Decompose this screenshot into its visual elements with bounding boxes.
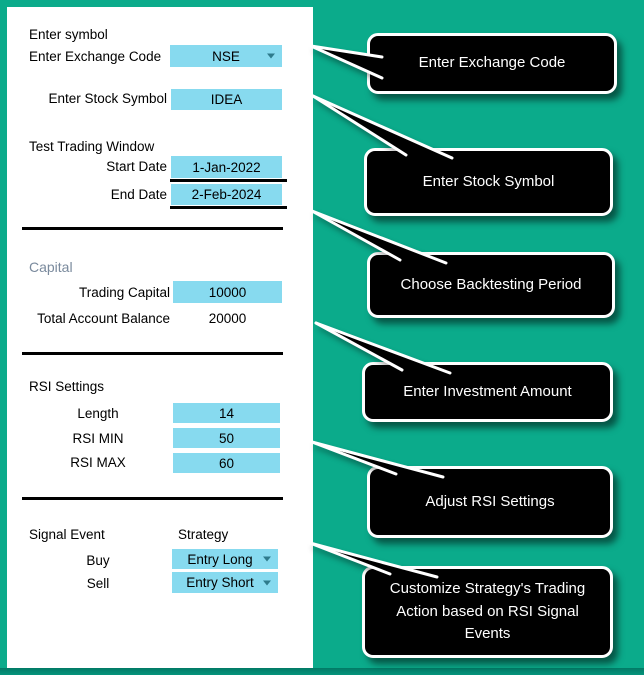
- buy-strategy-value: Entry Long: [187, 551, 253, 567]
- trading-capital-value: 10000: [208, 284, 247, 300]
- callout-text: Enter Stock Symbol: [422, 172, 555, 190]
- end-date-underline: [170, 206, 287, 209]
- stock-symbol-value: IDEA: [210, 92, 243, 107]
- rsi-max-value: 60: [218, 455, 235, 471]
- callout-backtesting-period: Choose Backtesting Period: [367, 252, 615, 318]
- callout-rsi-settings: Adjust RSI Settings: [367, 466, 613, 538]
- bottom-edge-border: [0, 668, 644, 675]
- chevron-down-icon[interactable]: [263, 580, 271, 585]
- sell-label: Sell: [86, 576, 110, 591]
- callout-text: Enter Investment Amount: [403, 382, 572, 400]
- total-balance-value: 20000: [208, 311, 247, 326]
- chevron-down-icon[interactable]: [263, 556, 271, 562]
- exchange-code-label: Enter Exchange Code: [29, 49, 162, 64]
- trading-capital-label: Trading Capital: [78, 285, 170, 300]
- sell-strategy-dropdown[interactable]: Entry Short: [172, 572, 278, 593]
- section-divider: [22, 227, 283, 230]
- start-date-label: Start Date: [106, 159, 167, 174]
- exchange-code-value: NSE: [212, 48, 240, 64]
- stock-symbol-input[interactable]: IDEA: [171, 89, 282, 110]
- spreadsheet-input-panel: Enter symbol Enter Exchange Code NSE Ent…: [7, 7, 313, 668]
- callout-text: Adjust RSI Settings: [425, 492, 555, 510]
- rsi-max-input[interactable]: 60: [173, 453, 280, 473]
- capital-heading: Capital: [29, 259, 73, 275]
- callout-investment-amount: Enter Investment Amount: [362, 362, 613, 422]
- start-date-input[interactable]: 1-Jan-2022: [171, 156, 282, 178]
- callout-stock-symbol: Enter Stock Symbol: [364, 148, 613, 216]
- rsi-max-label: RSI MAX: [70, 455, 126, 470]
- chevron-down-icon[interactable]: [267, 53, 275, 59]
- end-date-value: 2-Feb-2024: [191, 187, 262, 202]
- callout-text: Choose Backtesting Period: [400, 275, 582, 293]
- section-divider: [22, 352, 283, 355]
- rsi-min-label: RSI MIN: [72, 431, 124, 446]
- sell-strategy-value: Entry Short: [186, 575, 254, 590]
- signal-event-heading: Signal Event: [29, 527, 105, 542]
- buy-label: Buy: [86, 553, 110, 568]
- stock-symbol-label: Enter Stock Symbol: [48, 91, 167, 106]
- start-date-value: 1-Jan-2022: [192, 159, 261, 175]
- rsi-length-label: Length: [77, 406, 119, 421]
- rsi-settings-heading: RSI Settings: [29, 379, 105, 394]
- trading-window-heading: Test Trading Window: [29, 139, 155, 154]
- rsi-length-input[interactable]: 14: [173, 403, 280, 423]
- total-balance-label: Total Account Balance: [37, 311, 170, 326]
- callout-strategy-actions: Customize Strategy's Trading Action base…: [362, 566, 613, 658]
- section-divider: [22, 497, 283, 500]
- end-date-label: End Date: [110, 187, 167, 202]
- strategy-heading: Strategy: [178, 527, 229, 542]
- callout-text: Customize Strategy's Trading Action base…: [389, 580, 586, 643]
- rsi-min-input[interactable]: 50: [173, 428, 280, 448]
- enter-symbol-heading: Enter symbol: [29, 27, 108, 42]
- buy-strategy-dropdown[interactable]: Entry Long: [172, 549, 278, 569]
- exchange-code-dropdown[interactable]: NSE: [170, 45, 282, 67]
- callout-text: Enter Exchange Code: [418, 54, 566, 72]
- start-date-underline: [170, 179, 287, 182]
- trading-capital-input[interactable]: 10000: [173, 281, 282, 303]
- end-date-input[interactable]: 2-Feb-2024: [171, 184, 282, 205]
- rsi-length-value: 14: [218, 405, 235, 421]
- callout-exchange-code: Enter Exchange Code: [367, 33, 617, 94]
- rsi-min-value: 50: [218, 430, 235, 446]
